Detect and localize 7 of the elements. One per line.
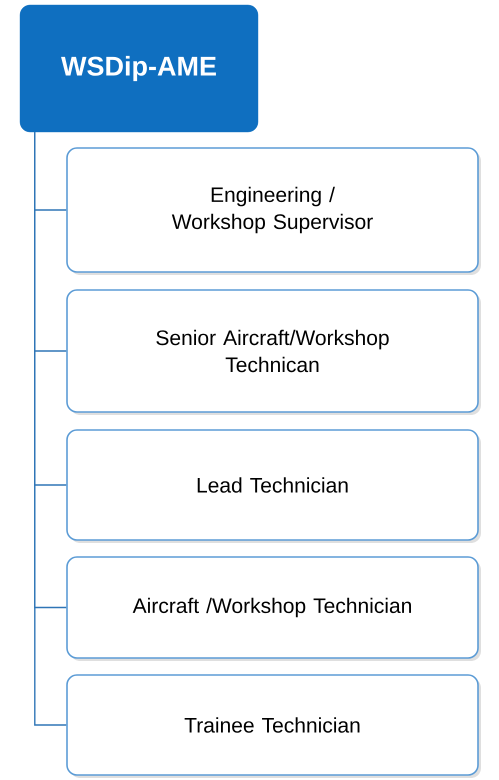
- role-box: Trainee Technician: [66, 674, 479, 776]
- role-box: Lead Technician: [66, 429, 479, 541]
- connector-line: [34, 132, 66, 726]
- role-box: Engineering / Workshop Supervisor: [66, 147, 479, 273]
- role-box: Senior Aircraft/Workshop Technican: [66, 289, 479, 413]
- title-box: WSDip-AME: [20, 4, 258, 132]
- role-box: Aircraft /Workshop Technician: [66, 556, 479, 659]
